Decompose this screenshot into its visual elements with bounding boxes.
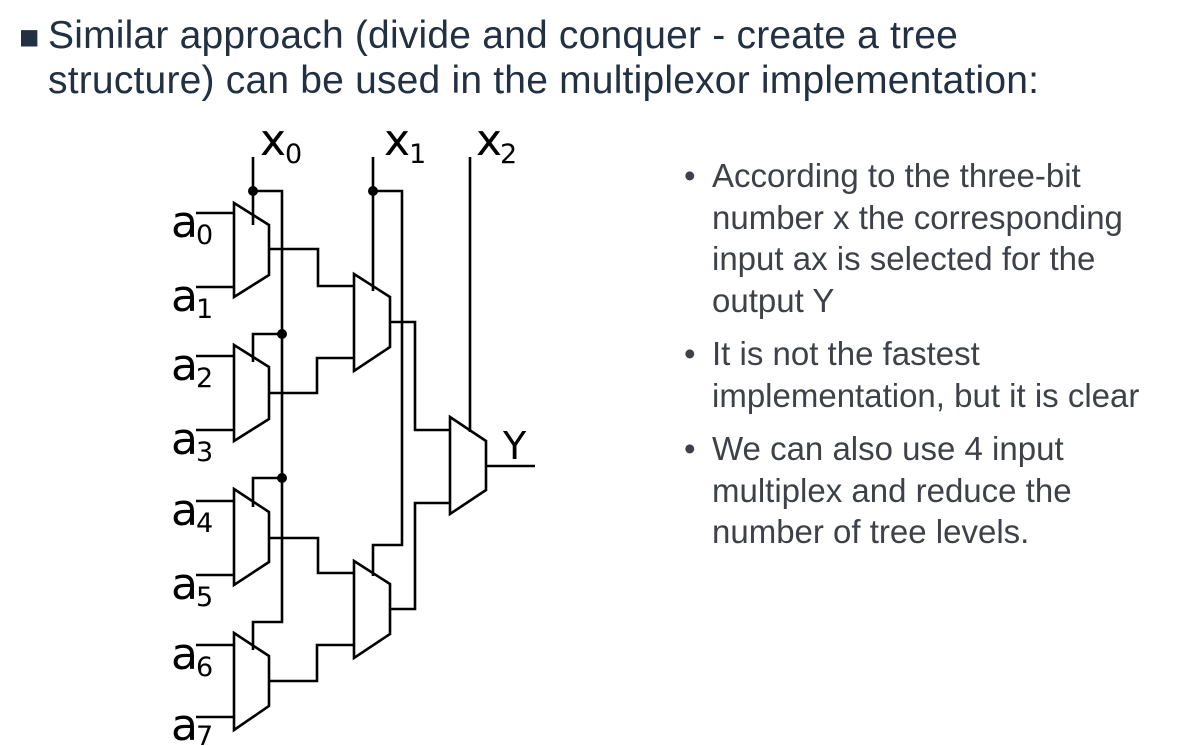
- label-x2: x: [476, 115, 502, 166]
- label-a6: a: [171, 629, 198, 680]
- wire-mux-a4a5-out: [269, 536, 354, 575]
- label-a5: a: [171, 559, 198, 610]
- wire-mux-a6a7-out: [269, 643, 354, 683]
- label-a4-sub: 4: [196, 508, 213, 539]
- mux-level3-output: [448, 414, 488, 517]
- mux-level2-lower: [352, 558, 392, 661]
- label-x0-sub: 0: [285, 139, 302, 170]
- label-a7: a: [171, 700, 198, 746]
- note-item: • It is not the fastest implementation, …: [668, 333, 1191, 416]
- label-a0: a: [171, 197, 198, 248]
- wire-select-x0-tap-mux2: [251, 332, 282, 362]
- mux-level2-upper: [352, 271, 392, 374]
- wire-select-x0-branch: [251, 189, 284, 650]
- junction-dot: [277, 473, 287, 483]
- diagram-labels: x 0 x 1 x 2 a 0 a 1 a 2 a 3 a 4 a 5 a 6 …: [171, 115, 527, 746]
- label-a4: a: [171, 485, 198, 536]
- label-a3: a: [171, 414, 198, 465]
- wire-mux-a0a1-out: [269, 247, 354, 288]
- note-item: • According to the three-bit number x th…: [668, 155, 1191, 321]
- label-x1: x: [384, 115, 410, 166]
- bullet-icon: •: [684, 430, 696, 467]
- label-a1: a: [171, 271, 198, 322]
- label-a3-sub: 3: [196, 437, 213, 468]
- note-item: • We can also use 4 input multiplex and …: [668, 428, 1191, 553]
- title-bullet-icon: ▪: [18, 16, 41, 55]
- wire-mux-upper-out: [390, 320, 450, 432]
- mux-a4a5: [232, 486, 271, 588]
- label-x2-sub: 2: [500, 139, 517, 170]
- wires: [196, 157, 535, 719]
- label-a2: a: [171, 340, 198, 391]
- mux-a2a3: [232, 342, 271, 444]
- note-text: According to the three-bit number x the …: [712, 157, 1123, 319]
- note-text: It is not the fastest implementation, bu…: [712, 335, 1140, 414]
- junction-dot: [368, 186, 378, 196]
- label-a0-sub: 0: [196, 220, 213, 251]
- mux-a6a7: [232, 630, 271, 733]
- mux-symbols: [232, 200, 488, 733]
- label-a5-sub: 5: [196, 582, 213, 613]
- note-text: We can also use 4 input multiplex and re…: [712, 430, 1072, 550]
- wire-mux-a2a3-out: [269, 356, 354, 395]
- label-a2-sub: 2: [196, 363, 213, 394]
- label-a1-sub: 1: [196, 294, 213, 325]
- label-y: Y: [502, 424, 527, 468]
- title-block: ▪ Similar approach (divide and conquer -…: [18, 13, 1039, 103]
- label-x0: x: [260, 115, 286, 166]
- junction-dots: [248, 186, 378, 483]
- bullet-icon: •: [684, 335, 696, 372]
- mux-a0a1: [232, 200, 271, 300]
- notes-list: • According to the three-bit number x th…: [668, 155, 1191, 565]
- wire-select-x1-branch: [371, 189, 404, 576]
- junction-dot: [248, 186, 258, 196]
- junction-dot: [277, 329, 287, 339]
- bullet-icon: •: [684, 157, 696, 194]
- wire-select-x0-tap-mux3: [251, 476, 282, 507]
- wire-mux-lower-out: [390, 501, 450, 611]
- slide-title: Similar approach (divide and conquer - c…: [48, 14, 1040, 102]
- label-a7-sub: 7: [196, 721, 213, 746]
- label-a6-sub: 6: [196, 652, 213, 683]
- label-x1-sub: 1: [409, 139, 426, 170]
